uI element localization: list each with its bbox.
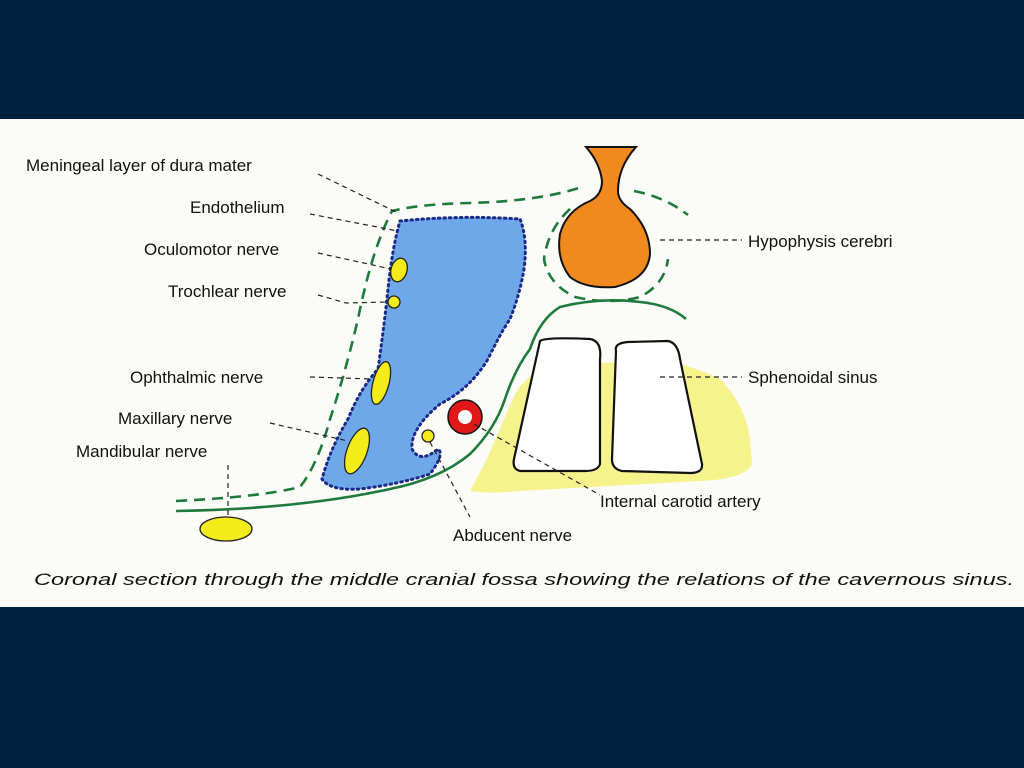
trochlear-nerve	[387, 295, 401, 309]
figure-panel: Meningeal layer of dura mater Endotheliu…	[0, 119, 1024, 607]
sphenoidal-sinus-left	[512, 337, 602, 473]
leader-endothelium	[309, 213, 399, 232]
cavernous-sinus-diagram: Meningeal layer of dura mater Endotheliu…	[26, 146, 1014, 589]
cavernous-sinus	[320, 215, 527, 491]
dura-mater-pituitary-dashed-right	[633, 189, 689, 217]
leader-meningeal	[317, 173, 397, 213]
label-trochlear-nerve: Trochlear nerve	[168, 282, 286, 301]
leader-trochlear	[317, 294, 389, 304]
label-endothelium: Endothelium	[190, 198, 285, 217]
internal-carotid-artery-lumen	[458, 410, 472, 424]
hypophysis-cerebri	[558, 146, 652, 289]
label-meningeal-layer: Meningeal layer of dura mater	[26, 156, 252, 175]
figure-caption: Coronal section through the middle crani…	[34, 570, 1014, 589]
label-mandibular-nerve: Mandibular nerve	[76, 442, 207, 461]
label-ophthalmic-nerve: Ophthalmic nerve	[130, 368, 263, 387]
leader-oculomotor	[317, 252, 392, 270]
mandibular-nerve	[199, 516, 253, 542]
dura-mater-pituitary-dashed-left	[542, 208, 670, 303]
maxillary-nerve	[343, 427, 371, 475]
leader-abducent	[429, 441, 471, 518]
label-sphenoidal-sinus: Sphenoidal sinus	[748, 368, 877, 387]
leader-maxillary	[269, 422, 349, 442]
leader-ophthalmic	[309, 376, 374, 380]
dura-mater-outer-dashed	[175, 185, 583, 503]
label-internal-carotid-artery: Internal carotid artery	[600, 492, 761, 511]
sphenoidal-sinus-right	[610, 339, 704, 475]
abducent-nerve	[421, 429, 435, 443]
label-abducent-nerve: Abducent nerve	[453, 526, 572, 545]
label-oculomotor-nerve: Oculomotor nerve	[144, 240, 279, 259]
leader-carotid	[473, 423, 601, 496]
label-maxillary-nerve: Maxillary nerve	[118, 409, 232, 428]
ophthalmic-nerve	[370, 360, 392, 406]
oculomotor-nerve	[390, 257, 408, 283]
label-hypophysis-cerebri: Hypophysis cerebri	[748, 232, 893, 251]
